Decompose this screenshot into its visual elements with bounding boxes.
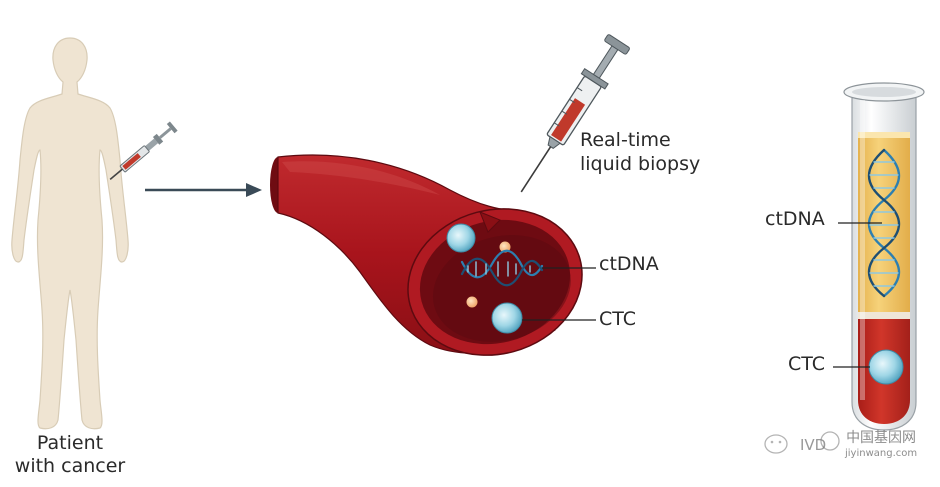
flow-arrow [145, 183, 262, 197]
tube-ctc-label: CTC [788, 353, 826, 375]
tube-ctdna-helix [867, 148, 901, 298]
patient-label: Patient with cancer [0, 432, 140, 478]
ctc-cell-lower [491, 302, 523, 334]
ctdna-helix [460, 249, 544, 287]
biopsy-label-line-1: Real-time [580, 129, 671, 151]
vessel-ctc-label: CTC [599, 308, 637, 330]
watermark-icon [764, 431, 840, 454]
watermark-site-url: jiyinwang.com [845, 448, 918, 459]
watermark-site: 中国基因网 jiyinwang.com [845, 431, 917, 461]
blood-vessel [270, 154, 583, 356]
tube-ctc-cell [868, 349, 904, 385]
small-particle [466, 296, 478, 308]
biopsy-label-line-2: liquid biopsy [580, 153, 701, 175]
test-tube [843, 82, 925, 431]
patient-label-line-2: with cancer [14, 455, 126, 477]
biopsy-label: Real-time liquid biopsy [580, 128, 700, 176]
patient-label-line-1: Patient [36, 432, 104, 454]
ctc-cell-upper [446, 223, 476, 253]
watermark-text: IVD [800, 436, 827, 454]
large-syringe-icon [520, 34, 630, 193]
tube-ctdna-label: ctDNA [765, 208, 825, 230]
small-syringe-icon [109, 121, 178, 181]
patient-figure [11, 37, 129, 430]
vessel-ctdna-label: ctDNA [599, 253, 659, 275]
watermark-site-name: 中国基因网 [846, 430, 917, 446]
